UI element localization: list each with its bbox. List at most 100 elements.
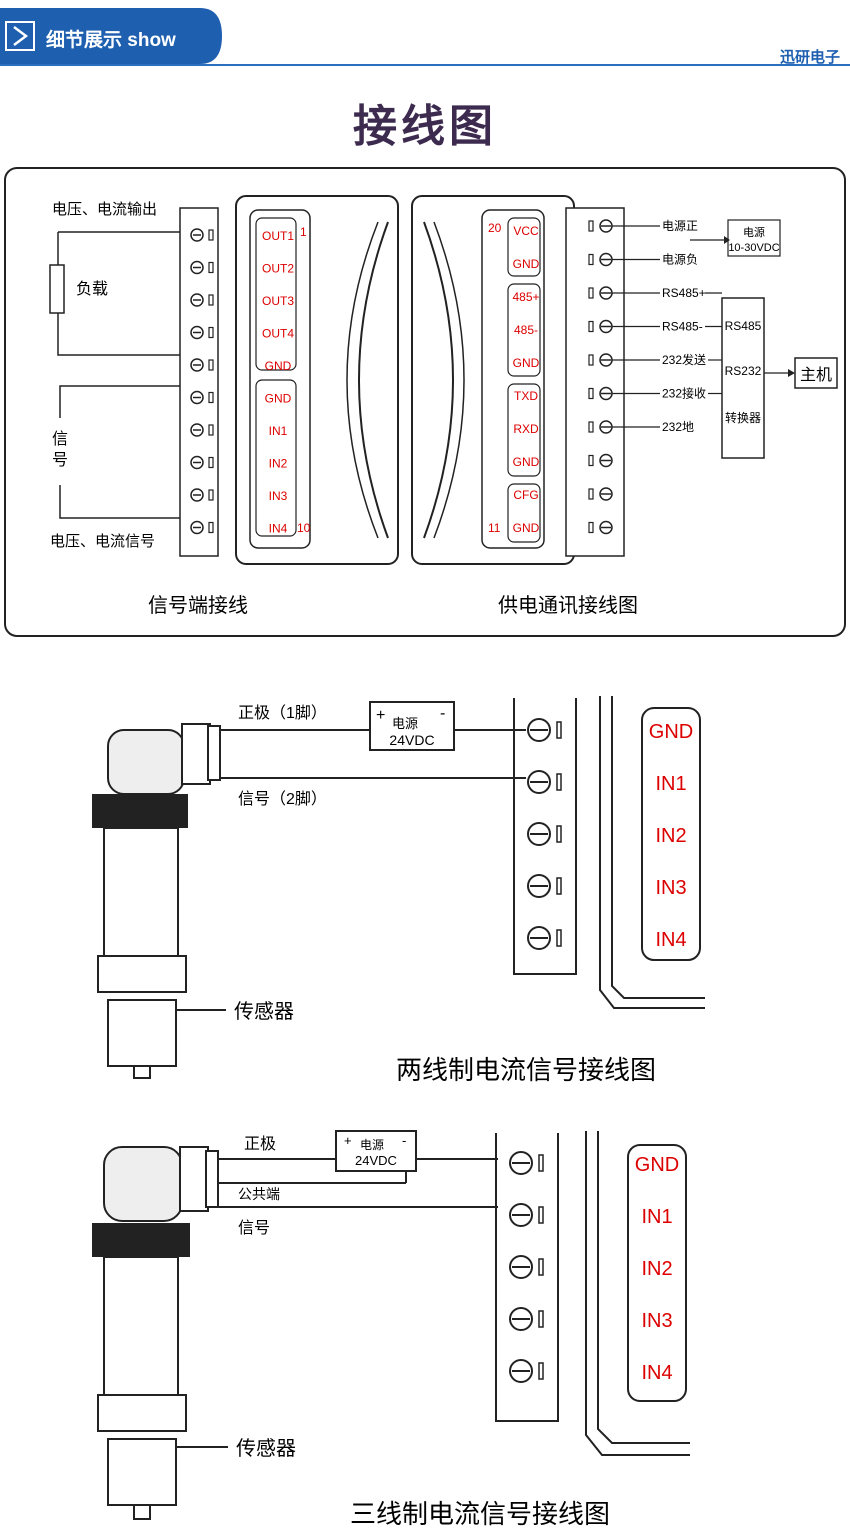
power-supply-box <box>369 701 455 751</box>
left-pin-label: IN3 <box>269 489 288 503</box>
sensor-head <box>103 1146 183 1222</box>
sensor-port <box>107 999 177 1067</box>
left-pin-end: 10 <box>297 521 311 535</box>
sensor-body <box>103 1256 179 1398</box>
terminal-label: IN1 <box>641 1206 672 1228</box>
terminal-label: IN3 <box>655 877 686 899</box>
svg-text:RS232: RS232 <box>725 364 762 378</box>
brand-logo-text: 迅研电子 <box>779 49 840 66</box>
positive-label: 正极 <box>244 1135 276 1153</box>
right-pin-label: 485- <box>514 323 538 337</box>
right-pin-label: CFG <box>513 488 538 502</box>
left-pin-label: IN4 <box>269 522 288 536</box>
right-pin-label: 485+ <box>512 290 539 304</box>
terminal-label: IN4 <box>641 1362 672 1384</box>
right-pin-label: RXD <box>513 422 539 436</box>
left-terminal-block <box>179 207 219 557</box>
left-pin-label: GND <box>265 359 292 373</box>
svg-text:-: - <box>402 1133 406 1148</box>
power-supply-box <box>335 1130 417 1172</box>
right-pin-label: GND <box>513 356 540 370</box>
left-pin-label: IN2 <box>269 457 288 471</box>
svg-text:电源: 电源 <box>360 1138 384 1152</box>
sensor-nut <box>92 1223 190 1257</box>
sensor-label: 传感器 <box>236 1437 296 1460</box>
signal-label-bottom: 号 <box>52 451 68 469</box>
connector-plug <box>181 723 211 785</box>
svg-text:RS485: RS485 <box>725 319 762 333</box>
sensor-hex <box>97 955 187 993</box>
terminal-label: GND <box>635 1154 679 1176</box>
left-pin-label: IN1 <box>269 424 288 438</box>
signal-label: 信号 <box>238 1219 270 1237</box>
connector-plug <box>179 1146 209 1212</box>
left-pin-label: OUT3 <box>262 294 294 308</box>
wiring-panel: 电压、电流输出 负载 信 号 电压、电流信号 OUT1OUT2OUT3OUT4G… <box>4 167 846 637</box>
sensor-head <box>107 729 185 795</box>
left-pin-label: OUT2 <box>262 262 294 276</box>
terminal-label: IN1 <box>655 773 686 795</box>
left-pin-label: OUT4 <box>262 327 294 341</box>
terminal-label: IN2 <box>641 1258 672 1280</box>
svg-text:24VDC: 24VDC <box>389 732 434 748</box>
right-pin-label: GND <box>513 521 540 535</box>
terminal-label: IN3 <box>641 1310 672 1332</box>
page-title: 接线图 <box>353 101 497 152</box>
svg-text:10-30VDC: 10-30VDC <box>728 242 779 254</box>
header-divider <box>0 64 850 66</box>
right-pin-end: 11 <box>488 521 501 535</box>
header-banner <box>0 8 222 64</box>
left-caption: 信号端接线 <box>148 594 248 617</box>
host-box <box>794 357 838 389</box>
power-box <box>727 219 781 257</box>
svg-text:24VDC: 24VDC <box>355 1153 397 1168</box>
wire-label: RS485- <box>662 320 703 334</box>
left-pin-label: GND <box>265 392 292 406</box>
load-label: 负载 <box>76 280 108 298</box>
signal-label: 信号（2脚） <box>238 790 327 808</box>
sensor-body <box>103 827 179 957</box>
play-icon-frame <box>5 21 35 51</box>
wire-label: 232接收 <box>662 386 706 401</box>
right-pin-start: 20 <box>488 221 502 235</box>
svg-text:转换器: 转换器 <box>725 410 761 425</box>
banner-label: 细节展示 show <box>46 30 176 51</box>
converter-box <box>721 297 765 459</box>
two-wire-caption: 两线制电流信号接线图 <box>396 1055 656 1085</box>
sensor-nut <box>92 794 188 828</box>
sensor-label: 传感器 <box>234 1000 294 1023</box>
common-label: 公共端 <box>238 1186 280 1202</box>
wire-label: 电源负 <box>662 253 698 267</box>
right-pin-label: GND <box>513 455 540 469</box>
wire-label: 电源正 <box>662 219 698 233</box>
load-resistor <box>49 264 65 314</box>
right-pin-label: VCC <box>513 224 539 238</box>
chevron-right-icon <box>13 26 29 46</box>
wire-label: 232地 <box>662 420 694 434</box>
wire-label: 232发送 <box>662 352 706 367</box>
three-wire-diagram: 传感器 正极 公共端 信号 + 电源 - 24VDC GND IN1IN2IN3I… <box>92 1130 690 1529</box>
two-wire-diagram: 传感器 正极（1脚） 信号（2脚） + 电源 - 24VDC GNDIN1IN2… <box>92 696 705 1085</box>
left-pin-label: OUT1 <box>262 229 294 243</box>
terminal-label: IN2 <box>655 825 686 847</box>
terminal-screws <box>509 1151 544 1383</box>
left-bottom-label: 电压、电流信号 <box>50 533 155 550</box>
svg-text:-: - <box>440 705 445 722</box>
left-pin-start: 1 <box>300 225 307 239</box>
signal-label-top: 信 <box>52 430 68 448</box>
terminal-screws <box>527 718 562 950</box>
three-wire-caption: 三线制电流信号接线图 <box>350 1499 610 1529</box>
left-top-label: 电压、电流输出 <box>52 201 157 218</box>
svg-text:电源: 电源 <box>392 716 418 731</box>
right-screws <box>588 219 613 535</box>
svg-text:+: + <box>344 1133 352 1148</box>
right-pin-label: TXD <box>514 389 538 403</box>
right-terminal-block <box>565 207 625 557</box>
svg-text:电源: 电源 <box>743 225 765 239</box>
host-label: 主机 <box>800 366 832 384</box>
